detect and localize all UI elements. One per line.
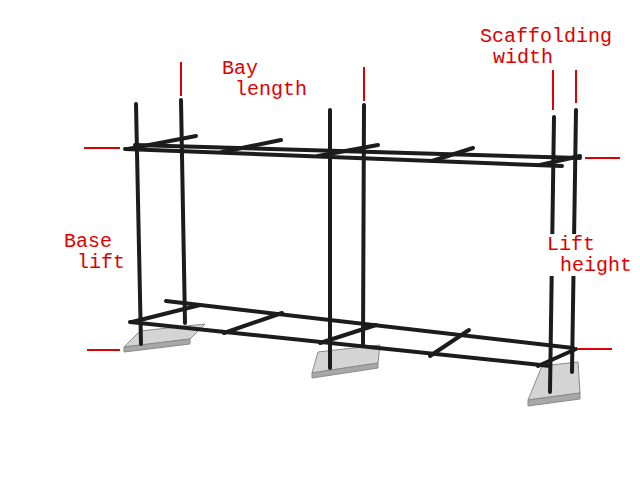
dimension-tick	[585, 157, 620, 159]
base-plates	[124, 324, 580, 406]
dimension-label: Lift height	[547, 234, 632, 276]
base-plate-edge	[528, 393, 580, 406]
transom-tube	[222, 140, 281, 152]
ledger-tube	[130, 322, 550, 366]
standard-tube	[363, 105, 364, 346]
tubes	[125, 100, 580, 392]
dimension-label: Scaffolding width	[480, 26, 612, 68]
ledger-tube	[166, 301, 573, 348]
dimension-tick	[180, 62, 182, 96]
dimension-tick	[552, 70, 554, 110]
dimension-tick	[87, 349, 120, 351]
transom-tube	[432, 148, 473, 161]
dimension-label: Bay length	[222, 58, 307, 100]
dimension-tick	[575, 70, 577, 103]
transom-tube	[318, 145, 378, 156]
standard-tube	[181, 100, 185, 323]
dimension-label: Base lift	[64, 231, 125, 273]
dimension-tick	[578, 348, 612, 350]
base-plate-edge	[124, 339, 190, 352]
standard-tube	[328, 110, 332, 368]
transom-tube	[224, 313, 282, 333]
dimension-tick	[84, 147, 120, 149]
ledger-tube	[135, 145, 580, 158]
transom-tube	[430, 330, 469, 356]
standard-tube	[136, 104, 141, 344]
dimension-tick	[363, 67, 365, 101]
base-plate-edge	[312, 363, 378, 378]
dimension-ticks	[84, 62, 620, 350]
